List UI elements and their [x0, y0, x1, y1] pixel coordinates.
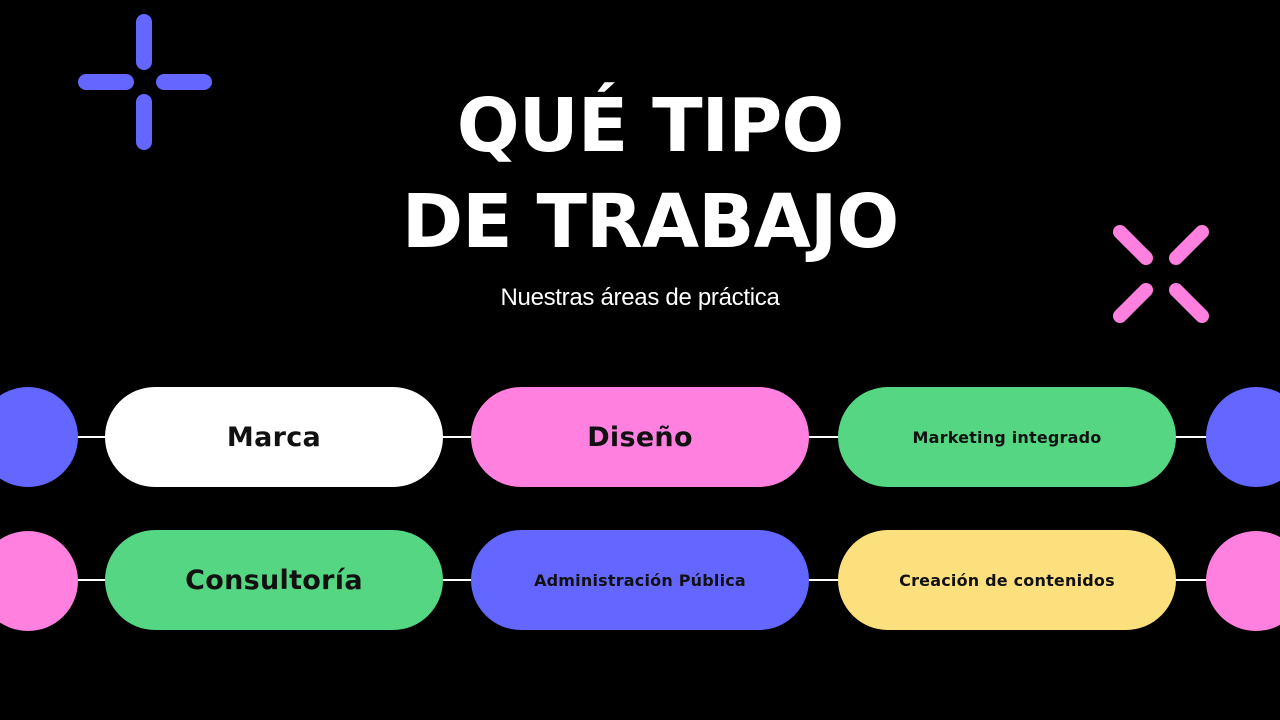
x-icon: [1110, 222, 1212, 326]
practice-area-pill[interactable]: Consultoría: [105, 530, 443, 630]
practice-area-label: Marketing integrado: [912, 427, 1102, 447]
practice-area-label: Administración Pública: [534, 570, 746, 590]
practice-area-label: Marca: [226, 421, 322, 453]
page-title: QUÉ TIPO DE TRABAJO: [0, 78, 1280, 270]
practice-area-pill[interactable]: Administración Pública: [471, 530, 809, 630]
row-circle-right: [1206, 387, 1280, 487]
practice-area-pill[interactable]: Diseño: [471, 387, 809, 487]
subtitle: Nuestras áreas de práctica: [500, 284, 780, 311]
practice-area-pill[interactable]: Creación de contenidos: [838, 530, 1176, 630]
practice-area-label: Consultoría: [185, 564, 363, 596]
practice-area-pill[interactable]: Marca: [105, 387, 443, 487]
practice-area-pill[interactable]: Marketing integrado: [838, 387, 1176, 487]
row-circle-left: [0, 387, 78, 487]
title-line-1: QUÉ TIPO: [456, 83, 844, 169]
plus-icon: [78, 14, 212, 150]
practice-area-label: Diseño: [587, 421, 693, 453]
row-circle-left: [0, 531, 78, 631]
row-circle-right: [1206, 531, 1280, 631]
practice-area-label: Creación de contenidos: [899, 570, 1115, 590]
title-line-2: DE TRABAJO: [401, 179, 900, 265]
